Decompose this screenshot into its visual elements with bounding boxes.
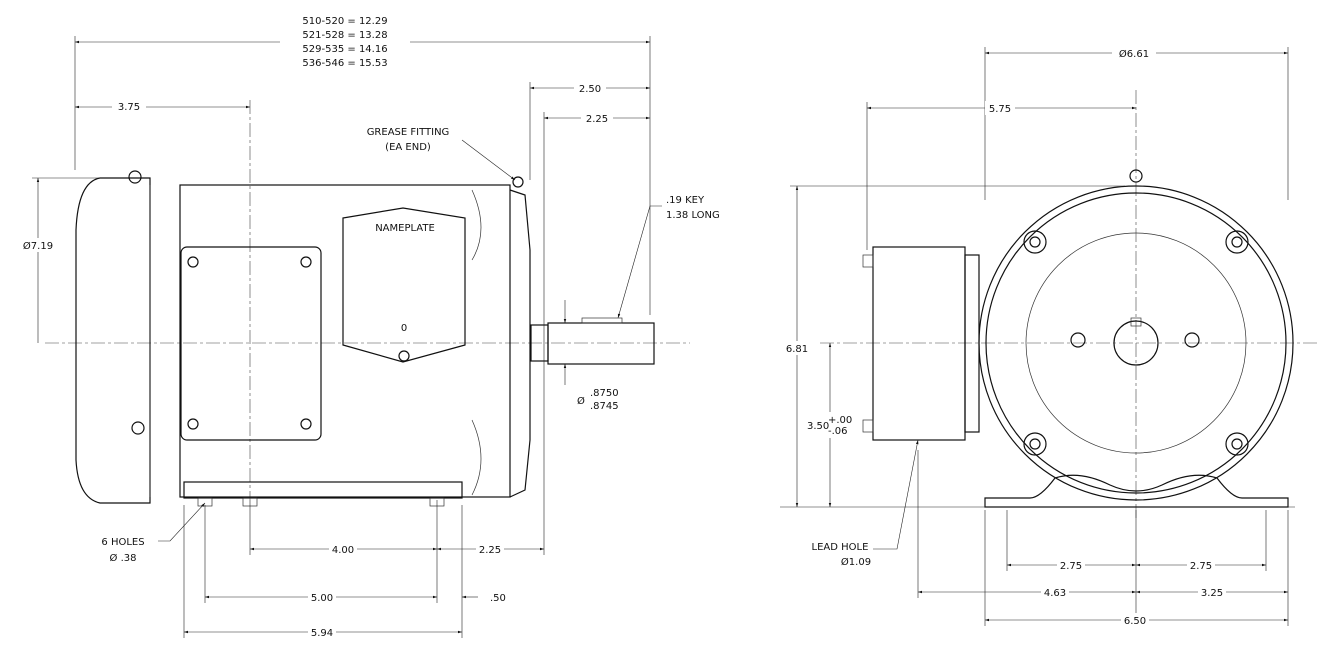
grease-fitting xyxy=(512,176,524,188)
dia-7-19: Ø7.19 xyxy=(23,240,53,252)
tolerance-plus: +.00 xyxy=(828,415,852,426)
shaft-key xyxy=(581,317,623,324)
dia-6-61: Ø6.61 xyxy=(1119,48,1149,60)
dim-5-94: 5.94 xyxy=(311,628,333,639)
key-label: .19 KEY xyxy=(666,195,705,206)
shaft-end xyxy=(1113,320,1159,366)
dim-6-50: 6.50 xyxy=(1124,616,1146,627)
grease-fitting-label: GREASE FITTING xyxy=(367,127,450,138)
dim-3-75: 3.75 xyxy=(118,102,140,113)
dim-4-63: 4.63 xyxy=(1044,588,1066,599)
conduit-box xyxy=(180,246,322,441)
shaft xyxy=(547,322,655,365)
conduit-box xyxy=(872,246,966,441)
dim-5-75: 5.75 xyxy=(989,104,1011,115)
dim-6-81: 6.81 xyxy=(786,344,808,355)
shaft-dia-min: .8745 xyxy=(590,401,619,412)
dim-0-50: .50 xyxy=(490,593,506,604)
dim-4-00: 4.00 xyxy=(332,545,354,556)
overall-length-line: 510-520 = 12.29 xyxy=(302,16,387,27)
fan-cover xyxy=(75,177,151,504)
end-bracket xyxy=(509,189,531,498)
grease-fitting-label: (EA END) xyxy=(385,142,431,153)
nameplate-mark: 0 xyxy=(401,323,407,334)
overall-length-line: 521-528 = 13.28 xyxy=(302,30,387,41)
side-view: NAMEPLATE 0 510-520 = 12.29 521-528 = 13… xyxy=(20,12,720,639)
dim-2-75-left: 2.75 xyxy=(1060,561,1082,572)
shaft-dia-max: .8750 xyxy=(590,388,619,399)
base-foot xyxy=(183,481,463,499)
lead-hole-label: Ø1.09 xyxy=(841,556,871,568)
nameplate-label: NAMEPLATE xyxy=(375,223,435,234)
tolerance-minus: -.06 xyxy=(828,426,848,437)
key-label: 1.38 LONG xyxy=(666,210,720,221)
dim-2-75-right: 2.75 xyxy=(1190,561,1212,572)
grease-fitting xyxy=(128,170,142,184)
grease-fitting xyxy=(1129,169,1143,183)
holes-label: Ø .38 xyxy=(110,552,137,564)
mounting-feet xyxy=(984,474,1289,508)
holes-label: 6 HOLES xyxy=(101,537,144,548)
dim-2-25-bottom: 2.25 xyxy=(479,545,501,556)
overall-length-line: 529-535 = 14.16 xyxy=(302,44,387,55)
dim-2-25-top: 2.25 xyxy=(586,114,608,125)
overall-length-line: 536-546 = 15.53 xyxy=(302,58,387,69)
motor-frame xyxy=(179,184,511,498)
dim-3-50: 3.50 xyxy=(807,421,829,432)
dim-3-25: 3.25 xyxy=(1201,588,1223,599)
nameplate xyxy=(342,207,466,363)
lead-hole-label: LEAD HOLE xyxy=(812,542,869,553)
dim-2-50: 2.50 xyxy=(579,84,601,95)
end-view: Ø6.61 5.75 6.81 3.50 +.00 -.06 LEAD HOLE… xyxy=(780,46,1320,627)
dim-5-00: 5.00 xyxy=(311,593,333,604)
shaft-dia-symbol: Ø xyxy=(577,395,585,407)
